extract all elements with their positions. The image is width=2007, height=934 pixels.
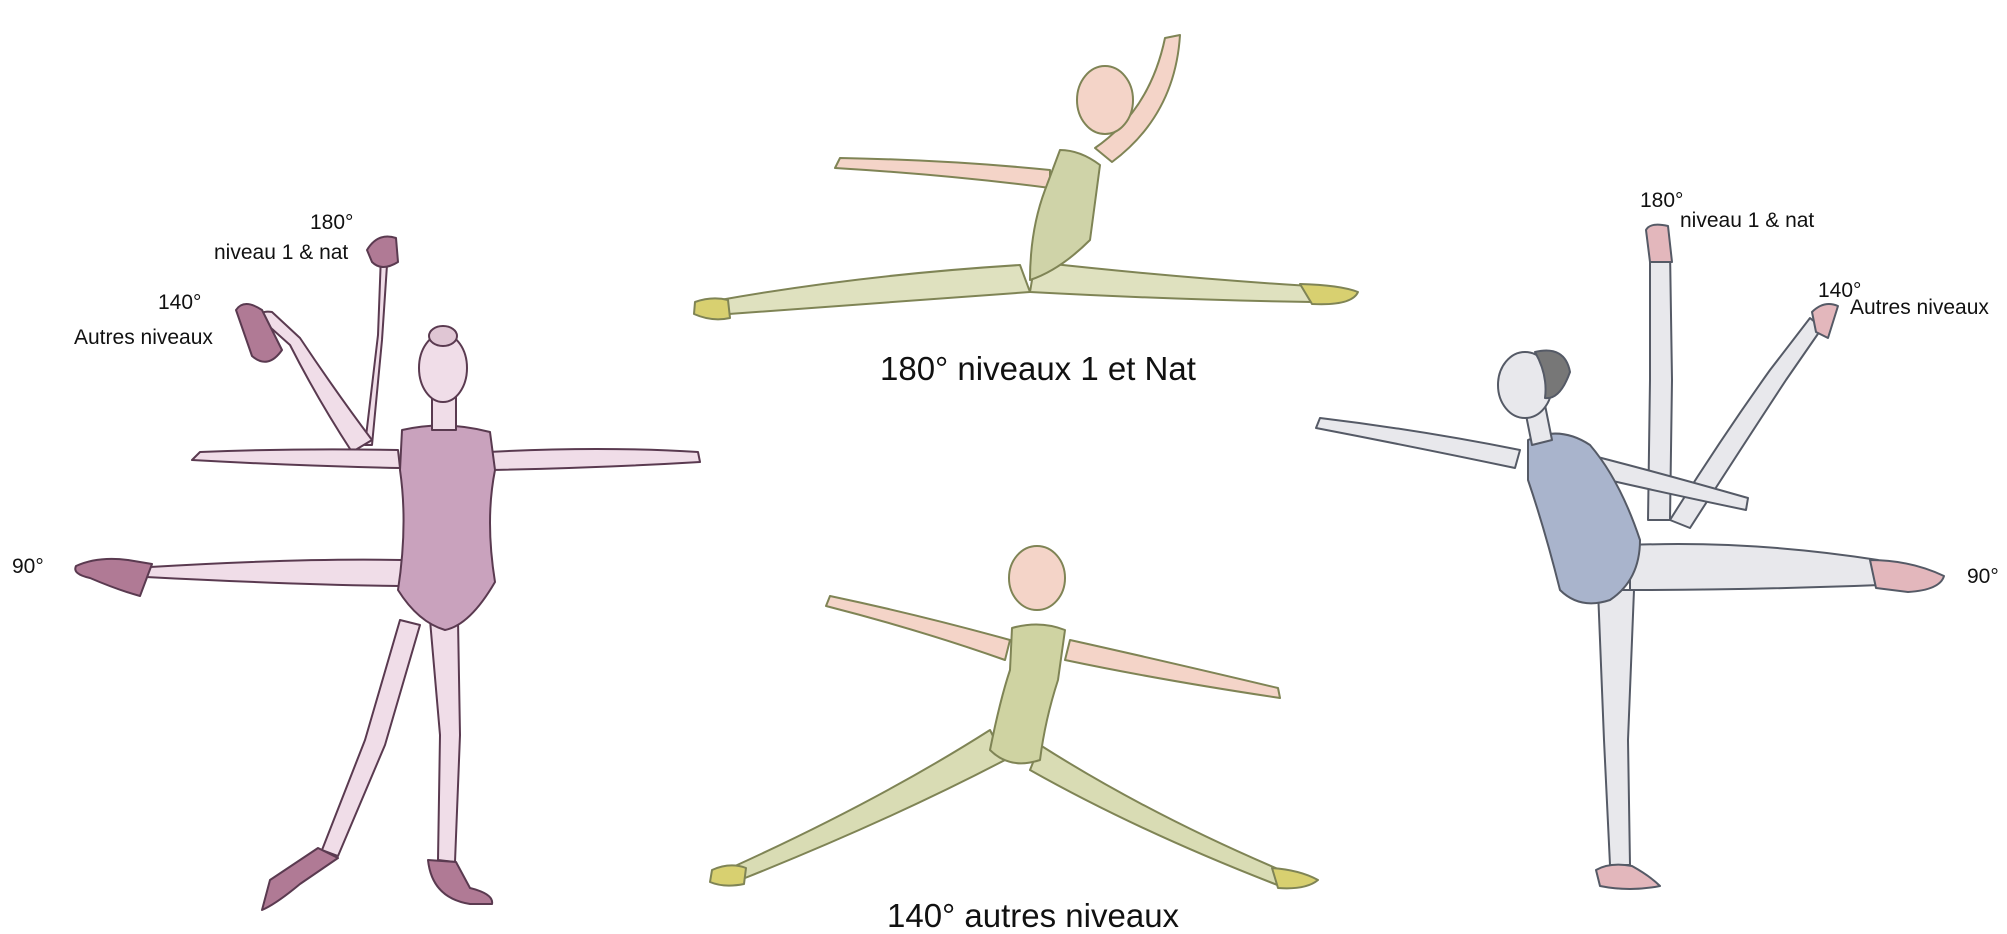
right-leg-180-shoe xyxy=(1646,225,1672,262)
right-leg-90-shoe xyxy=(1870,560,1944,592)
right-standing-shoe xyxy=(1596,865,1660,889)
right-leg-140-shoe xyxy=(1812,304,1838,338)
right-label-90-degrees: 90° xyxy=(1967,566,1999,587)
right-label-140-level: Autres niveaux xyxy=(1850,297,1989,318)
right-label-180-level: niveau 1 & nat xyxy=(1680,210,1814,231)
right-leotard xyxy=(1528,434,1640,604)
right-label-180-degrees: 180° xyxy=(1640,190,1683,211)
